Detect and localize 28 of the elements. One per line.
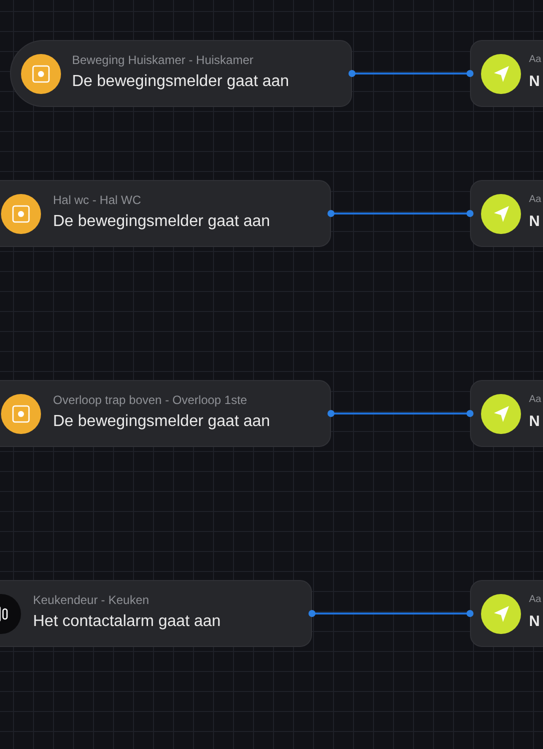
device-label: Hal wc - Hal WC (53, 192, 142, 208)
trigger-text: N (529, 612, 540, 632)
action-card (470, 380, 543, 447)
trigger-text: N (529, 212, 540, 232)
trigger-text: Het contactalarm gaat aan (33, 612, 221, 632)
action-card (470, 580, 543, 647)
device-label: Aa (529, 53, 542, 67)
connector-line (328, 410, 474, 417)
trigger-card (0, 580, 312, 647)
trigger-card (10, 40, 352, 107)
connector-line (308, 610, 474, 617)
device-label: Overloop trap boven - Overloop 1ste (53, 392, 248, 408)
trigger-text: N (529, 72, 540, 92)
trigger-text: De bewegingsmelder gaat aan (53, 412, 270, 432)
connector-line (348, 70, 474, 77)
trigger-text: De bewegingsmelder gaat aan (53, 212, 270, 232)
connector-line (328, 210, 474, 217)
trigger-text: De bewegingsmelder gaat aan (72, 72, 290, 92)
action-card (470, 180, 543, 247)
device-label: Beweging Huiskamer - Huiskamer (72, 52, 254, 68)
action-card (470, 40, 543, 107)
device-label: Aa (529, 393, 542, 407)
trigger-text: N (529, 412, 540, 432)
trigger-card (0, 180, 331, 247)
device-label: Keukendeur - Keuken (33, 592, 150, 608)
device-label: Aa (529, 593, 542, 607)
trigger-card (0, 380, 331, 447)
device-label: Aa (529, 193, 542, 207)
